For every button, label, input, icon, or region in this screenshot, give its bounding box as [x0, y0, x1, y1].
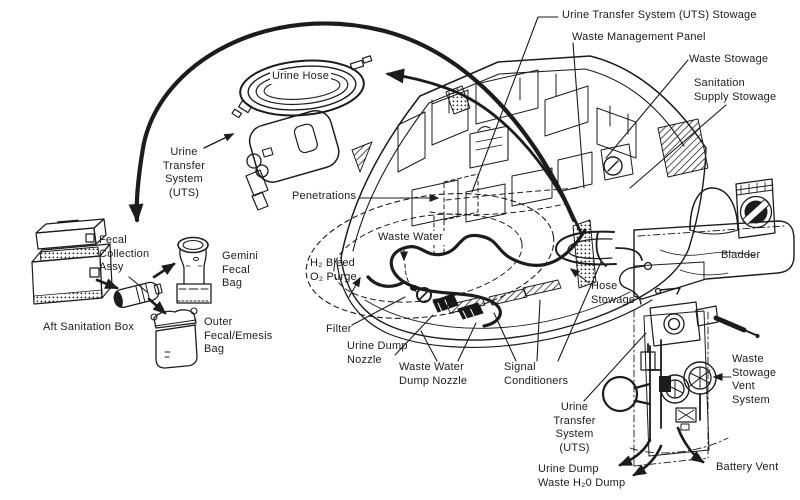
arrow-to-fecal-items [128, 21, 577, 223]
waste-stowage-vent-assembly [601, 178, 795, 477]
label-signal-conditioners: Signal Conditioners [504, 361, 569, 387]
aft-sanitation-box [31, 218, 113, 305]
label-uts-stowage: Urine Transfer System (UTS) Stowage [562, 9, 757, 21]
outer-fecal-emesis-bag [150, 307, 198, 369]
label-urine-dump-waste-h2o-dump: Urine Dump Waste H₂0 Dump [538, 463, 626, 489]
label-fecal-collection-assy: Fecal Collection Assy [99, 234, 150, 273]
label-aft-sanitation-box: Aft Sanitation Box [43, 321, 135, 333]
label-waste-water-dump-nozzle: Waste Water Dump Nozzle [399, 361, 468, 387]
command-module-cutaway [305, 55, 709, 349]
label-penetrations: Penetrations [292, 190, 357, 202]
flow-arrows [95, 21, 584, 315]
label-waste-management-panel: Waste Management Panel [572, 31, 706, 43]
label-uts-lower: Urine Transfer System (UTS) [553, 401, 596, 454]
label-sanitation-supply-stowage: Sanitation Supply Stowage [694, 77, 777, 103]
label-urine-dump-nozzle: Urine Dump Nozzle [347, 340, 408, 366]
label-uts-left: Urine Transfer System (UTS) [162, 146, 206, 199]
arrow-uts-label [203, 133, 235, 149]
arrow-to-urine-hose [385, 68, 584, 237]
arrow-roll-to-outer [147, 297, 167, 315]
arrow-roll-to-gemini [152, 262, 176, 279]
urine-hose-coil [231, 55, 373, 119]
label-h2-bleed-o2-purge: H₂ Bleed O₂ Purge [310, 257, 357, 283]
label-gemini-fecal-bag: Gemini Fecal Bag [222, 250, 259, 289]
label-urine-hose: Urine Hose [270, 70, 332, 84]
label-bladder: Bladder [721, 249, 761, 261]
label-filter: Filter [326, 323, 352, 335]
label-waste-water: Waste Water [376, 231, 445, 245]
label-battery-vent: Battery Vent [716, 461, 779, 473]
label-outer-fecal-emesis-bag: Outer Fecal/Emesis Bag [204, 316, 273, 355]
fecal-collection-assy-roll [113, 281, 163, 309]
leader-lines [128, 16, 732, 402]
label-hose-stowage: Hose Stowage [591, 280, 636, 306]
gemini-fecal-bag [176, 236, 212, 304]
label-waste-stowage: Waste Stowage [689, 53, 769, 65]
label-waste-stowage-vent-system: Waste Stowage Vent System [732, 353, 777, 406]
arrow-box-to-roll [95, 278, 119, 290]
uts-bag [245, 109, 340, 211]
